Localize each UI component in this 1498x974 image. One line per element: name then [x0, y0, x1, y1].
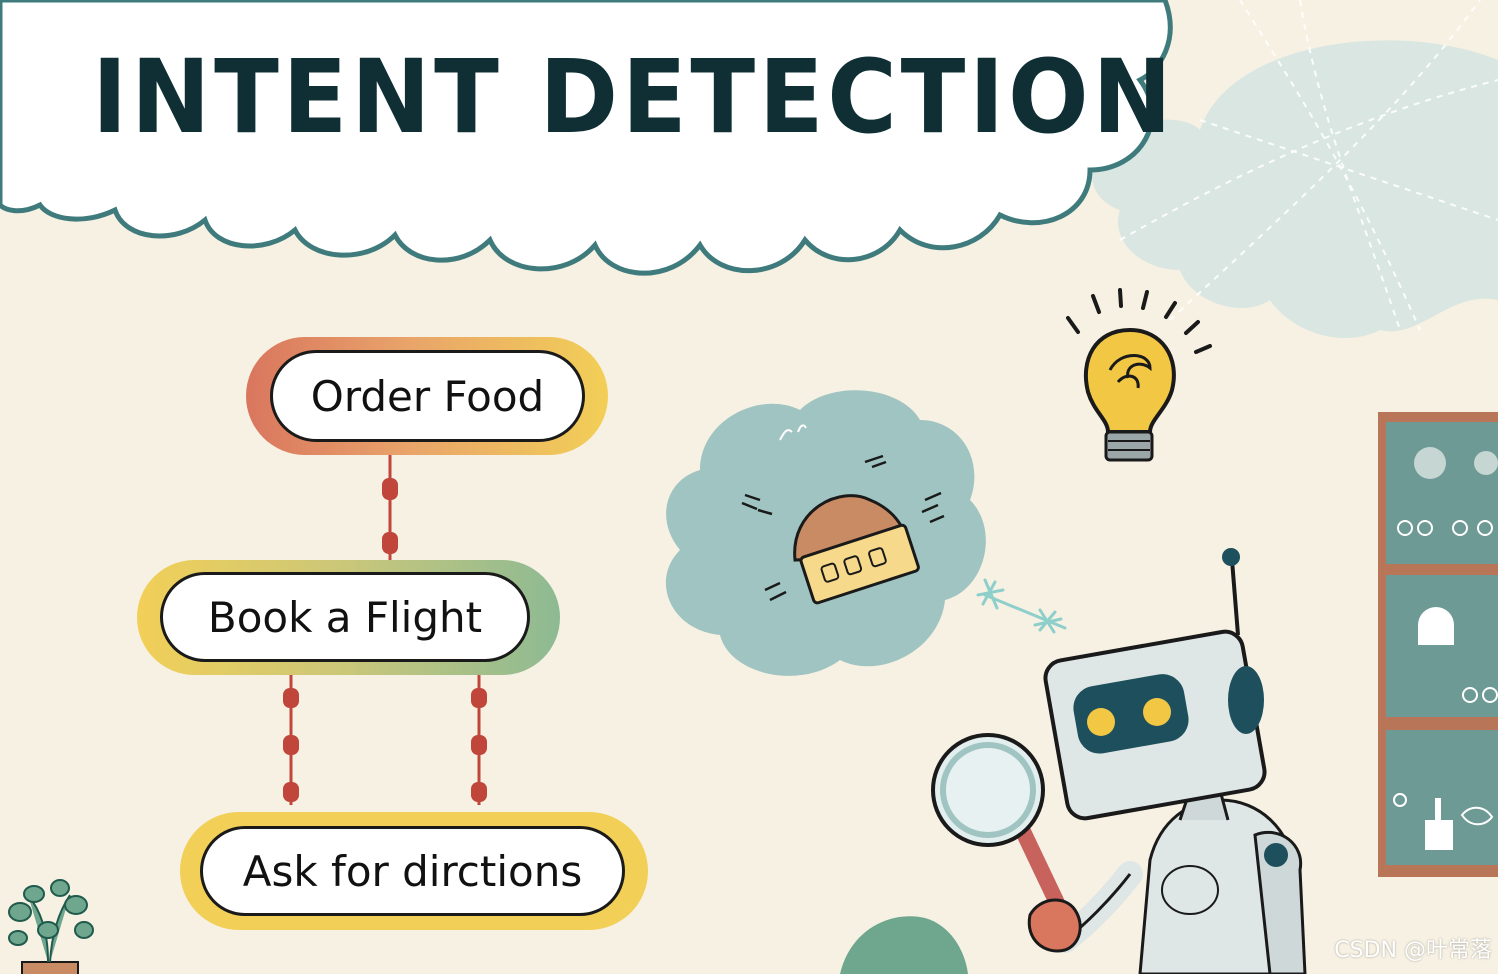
connector-flight-to-directions-right: [471, 675, 487, 805]
page-title: INTENT DETECTION: [92, 38, 1176, 157]
intent-ask-directions-label: Ask for dirctions: [242, 846, 583, 896]
intent-ask-directions: Ask for dirctions: [200, 826, 625, 916]
burger-icon: [793, 494, 920, 605]
plant-icon: [8, 879, 94, 974]
bush: [840, 916, 968, 974]
lightbulb-icon: [1066, 288, 1212, 462]
watermark: CSDN @叶常落: [1334, 938, 1492, 963]
intent-order-food: Order Food: [270, 350, 585, 442]
background-cloud: [1091, 0, 1498, 339]
robot-icon: [1043, 548, 1307, 974]
intent-order-food-label: Order Food: [310, 371, 545, 421]
title-cloud: [0, 0, 1173, 276]
shelf-icon: [1378, 412, 1498, 877]
magnifying-glass-icon: [931, 733, 1082, 953]
connector-flight-to-directions-left: [283, 675, 299, 805]
intent-book-flight-label: Book a Flight: [207, 592, 483, 642]
intent-book-flight: Book a Flight: [160, 572, 530, 662]
connector-order-to-flight: [382, 455, 398, 565]
sparkle-connector: [976, 578, 1067, 634]
